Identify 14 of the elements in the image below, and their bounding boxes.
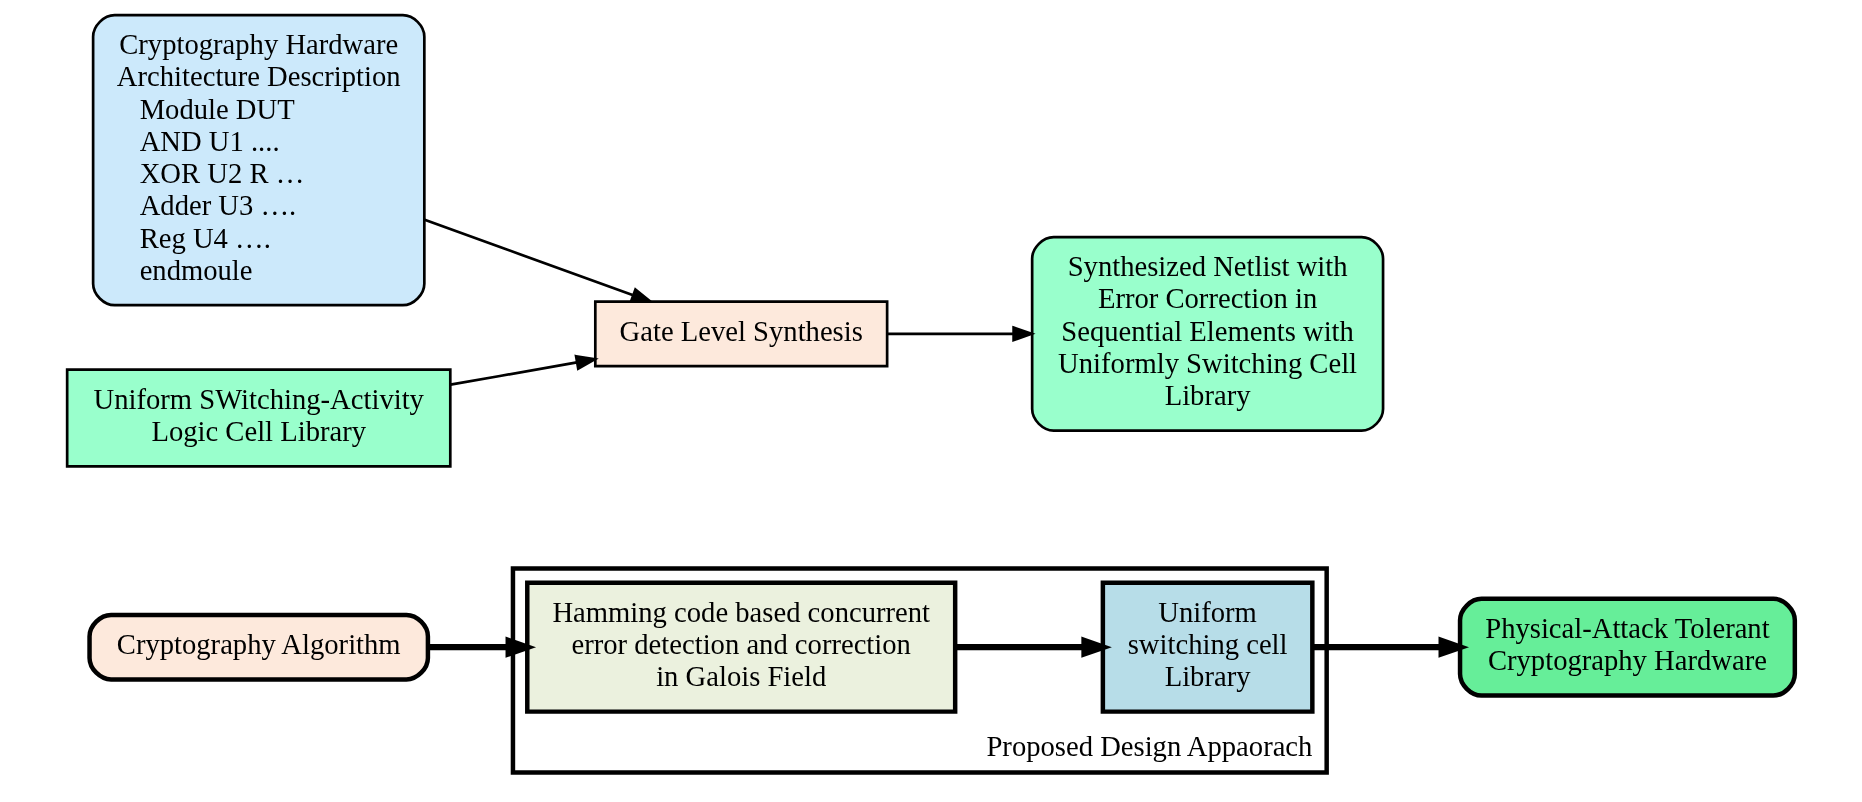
node-box: Uniform switching cell Library [1100,580,1315,714]
arrow [955,636,1112,658]
arrow [450,354,599,386]
arrow [428,636,537,658]
node-box: Hamming code based concurrent error detection and correction in Galois Field [525,580,958,714]
node-box: Cryptography Hardware Architecture Description Module DUT AND U1 .... XOR U2 R … Adder U3 …. Reg U4 …. endmoule [91,13,426,307]
arrow [887,325,1036,343]
arrow [1312,636,1470,658]
node-box: Synthesized Netlist with Error Correction in Sequential Elements with Uniformly Switching Cell Library [1030,235,1385,432]
arrow [424,218,654,303]
node-box: Cryptography Algorithm [87,612,431,682]
node-box: Gate Level Synthesis [593,300,889,368]
node-box: Physical-Attack Tolerant Cryptography Hardware [1457,596,1798,698]
node-box: Uniform SWitching-Activity Logic Cell Library [65,368,452,468]
